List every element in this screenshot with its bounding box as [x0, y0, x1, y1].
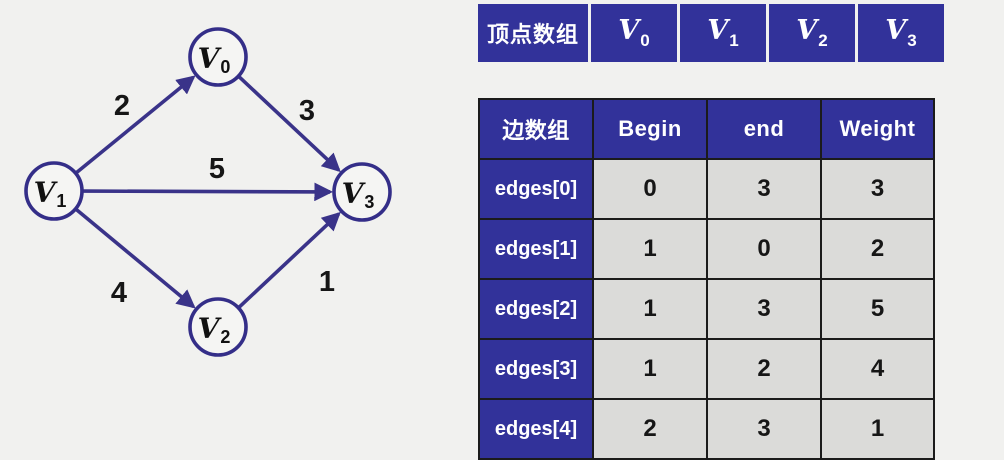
vertex-cell-label: V1	[707, 15, 739, 50]
edge-row-label: edges[4]	[478, 398, 594, 460]
vertex-cell-0: V0	[591, 4, 677, 62]
edge-begin-cell: 0	[592, 158, 708, 220]
edge-row-label: edges[3]	[478, 338, 594, 400]
edge-row-label: edges[0]	[478, 158, 594, 220]
edge-begin-cell: 1	[592, 278, 708, 340]
edge-table-header-cell: Begin	[592, 98, 708, 160]
edge-begin-cell: 1	[592, 338, 708, 400]
edge-weight-label: 4	[111, 277, 127, 309]
edge-table-header-cell: end	[706, 98, 822, 160]
edge-weight-label: 5	[209, 153, 225, 185]
graph-node-v0	[188, 27, 248, 87]
edge-weight-cell: 1	[820, 398, 935, 460]
vertex-table-title: 顶点数组	[478, 4, 588, 62]
edge-end-cell: 3	[706, 158, 822, 220]
graph-node-label-v2: V2	[198, 312, 231, 348]
edge-weight-label: 2	[114, 90, 130, 122]
edge-end-cell: 2	[706, 338, 822, 400]
graph-node-v1	[24, 161, 84, 221]
vertex-array-table: 顶点数组 V0 V1 V2 V3	[478, 4, 944, 62]
graph-node-label-v3: V3	[342, 177, 375, 213]
edge-table-header-cell: Weight	[820, 98, 935, 160]
edge-end-cell: 3	[706, 278, 822, 340]
edge-v1-to-v3	[82, 182, 333, 202]
edge-v0-to-v3	[237, 75, 341, 173]
edge-v2-to-v3	[237, 211, 341, 309]
vertex-cell-2: V2	[769, 4, 855, 62]
edge-v1-to-v0	[75, 75, 196, 175]
graph-node-v3	[332, 162, 392, 222]
vertex-cell-label: V0	[618, 15, 650, 50]
graph-node-label-v0: V0	[198, 42, 231, 78]
edge-row-label: edges[1]	[478, 218, 594, 280]
edge-end-cell: 3	[706, 398, 822, 460]
edge-weight-label: 1	[319, 266, 335, 298]
vertex-cell-1: V1	[680, 4, 766, 62]
vertex-cell-3: V3	[858, 4, 944, 62]
edge-weight-cell: 4	[820, 338, 935, 400]
edge-end-cell: 0	[706, 218, 822, 280]
edge-begin-cell: 2	[592, 398, 708, 460]
edge-row-label: edges[2]	[478, 278, 594, 340]
edge-weight-label: 3	[299, 95, 315, 127]
vertex-cell-label: V3	[885, 15, 917, 50]
graph-node-v2	[188, 297, 248, 357]
edge-table-header-cell: 边数组	[478, 98, 594, 160]
edge-weight-cell: 2	[820, 218, 935, 280]
edge-v1-to-v2	[75, 208, 196, 309]
vertex-cell-label: V2	[796, 15, 828, 50]
graph-node-label-v1: V1	[34, 176, 67, 212]
edge-weight-cell: 5	[820, 278, 935, 340]
edge-weight-cell: 3	[820, 158, 935, 220]
edge-begin-cell: 1	[592, 218, 708, 280]
